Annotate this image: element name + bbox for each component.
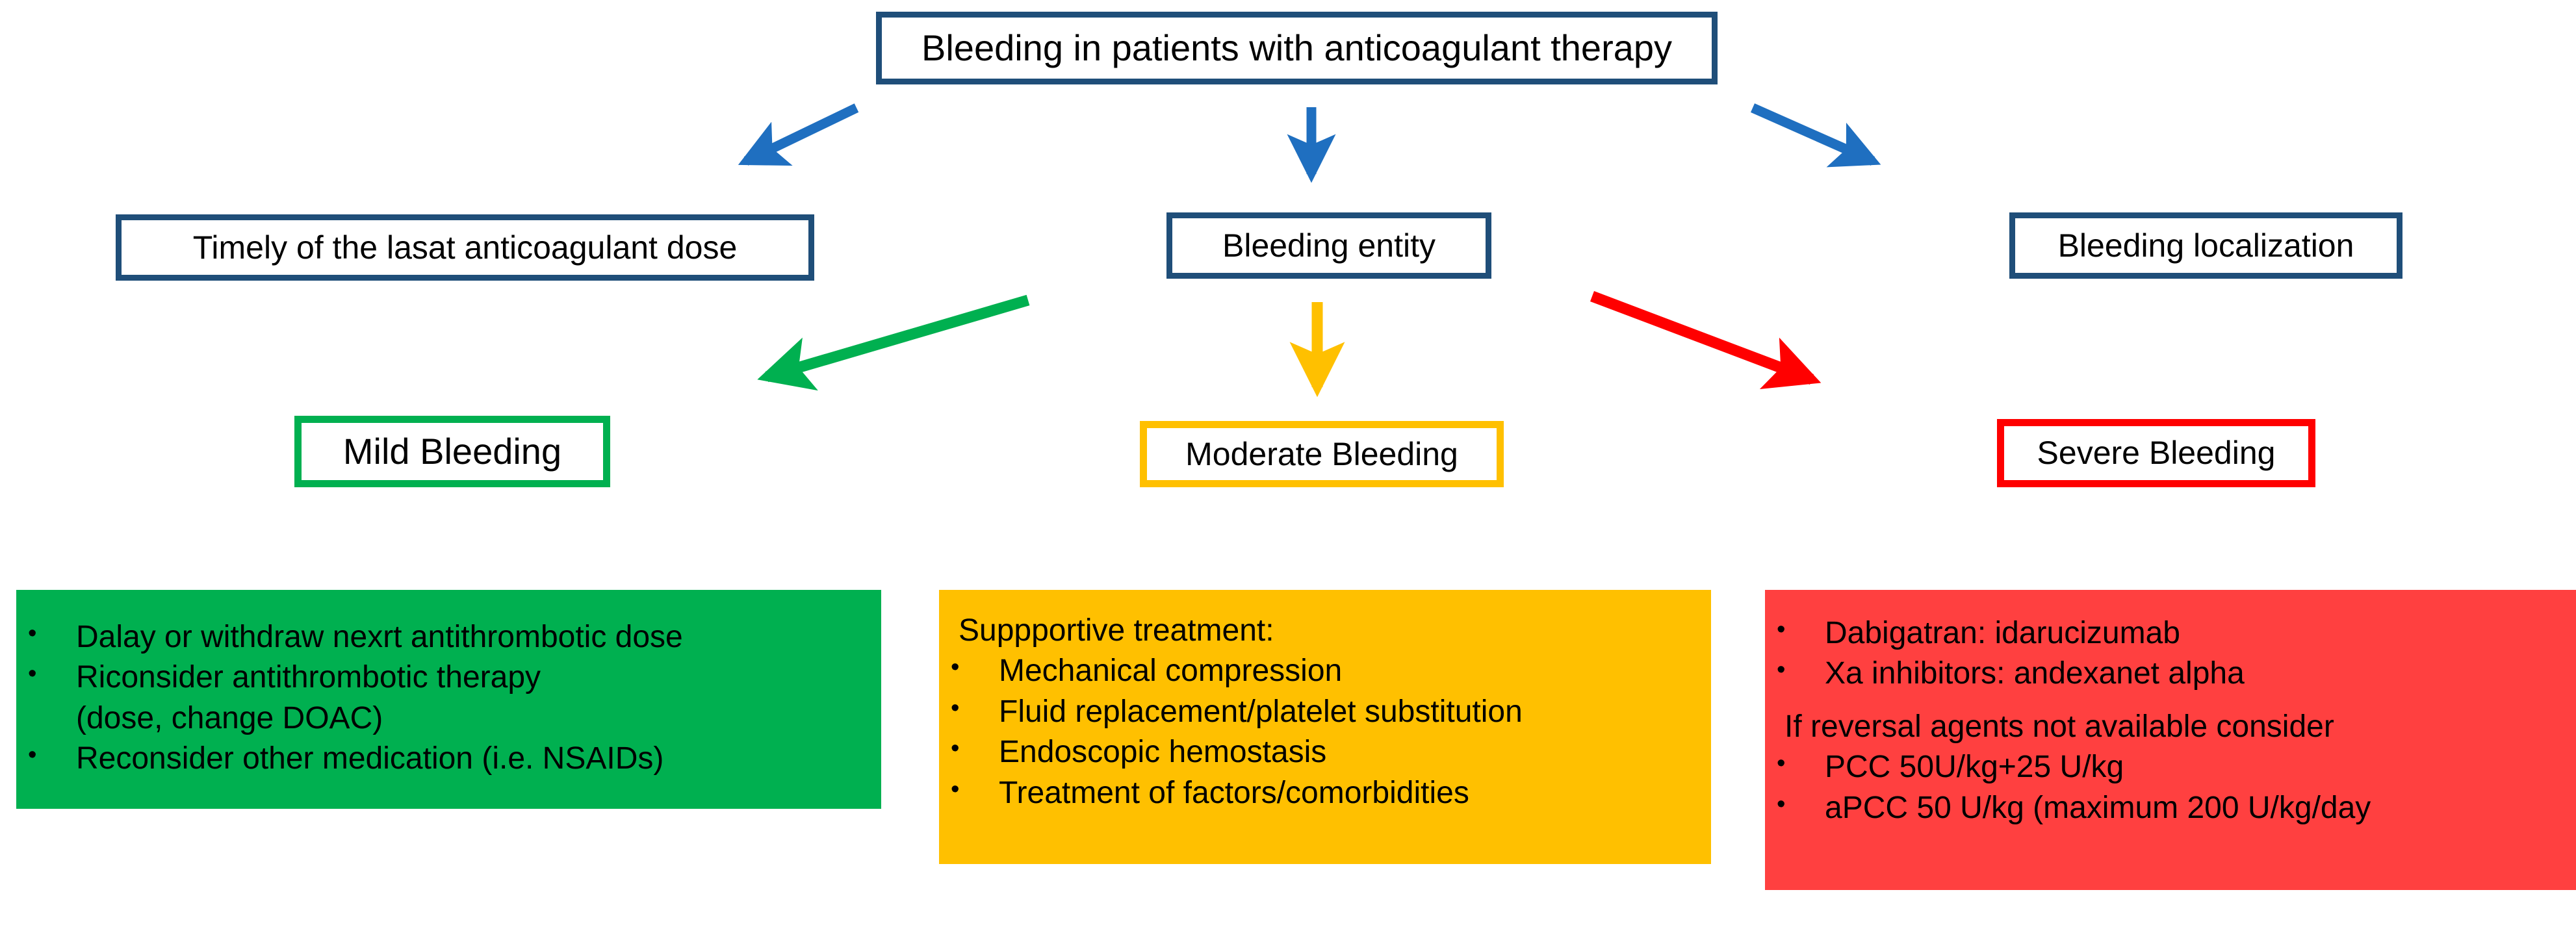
arrow-title-to-timing [738, 103, 859, 166]
arrow-title-to-localization [1750, 103, 1881, 168]
assessment-box-entity-label: Bleeding entity [1222, 227, 1436, 264]
panel-moderate-heading: Suppportive treatment: [959, 613, 1274, 648]
arrow-entity-to-mild [757, 294, 1030, 391]
arrow-entity-to-severe [1590, 291, 1822, 390]
panel-moderate-item-2: Fluid replacement/platelet substitution [939, 692, 1711, 732]
panel-severe[interactable]: Dabigatran: idarucizumab Xa inhibitors: … [1765, 590, 2576, 890]
panel-moderate-item-3: Endoscopic hemostasis [939, 732, 1711, 772]
assessment-box-entity[interactable]: Bleeding entity [1166, 212, 1491, 279]
panel-moderate-item-4: Treatment of factors/comorbidities [939, 773, 1711, 813]
severity-box-moderate-label: Moderate Bleeding [1185, 435, 1458, 472]
panel-mild-item-2-continued: (dose, change DOAC) [76, 700, 383, 735]
panel-severe-item-1: Dabigatran: idarucizumab [1765, 613, 2576, 654]
panel-mild-item-2: Riconsider antithrombotic therapy [16, 657, 881, 698]
panel-mild-item-1: Dalay or withdraw nexrt antithrombotic d… [16, 617, 881, 657]
panel-severe-item-3: PCC 50U/kg+25 U/kg [1765, 747, 2576, 787]
panel-moderate-item-1: Mechanical compression [939, 651, 1711, 691]
severity-box-mild-label: Mild Bleeding [342, 430, 562, 472]
panel-severe-heading: If reversal agents not available conside… [1784, 709, 2334, 744]
panel-moderate[interactable]: Suppportive treatment: Mechanical compre… [939, 590, 1711, 864]
assessment-box-localization[interactable]: Bleeding localization [2009, 212, 2402, 279]
assessment-box-timing-label: Timely of the lasat anticoagulant dose [192, 229, 738, 266]
assessment-box-localization-label: Bleeding localization [2057, 227, 2354, 264]
severity-box-mild[interactable]: Mild Bleeding [294, 416, 610, 487]
severity-box-moderate[interactable]: Moderate Bleeding [1140, 421, 1504, 487]
panel-mild-item-3: Reconsider other medication (i.e. NSAIDs… [16, 739, 881, 779]
panel-mild[interactable]: Dalay or withdraw nexrt antithrombotic d… [16, 590, 881, 809]
title-box[interactable]: Bleeding in patients with anticoagulant … [876, 12, 1718, 84]
panel-severe-spacer [1765, 694, 2576, 707]
severity-box-severe[interactable]: Severe Bleeding [1997, 419, 2315, 487]
assessment-box-timing[interactable]: Timely of the lasat anticoagulant dose [116, 214, 814, 281]
panel-severe-item-4: aPCC 50 U/kg (maximum 200 U/kg/day [1765, 788, 2576, 828]
severity-box-severe-label: Severe Bleeding [2037, 435, 2276, 472]
panel-severe-item-2: Xa inhibitors: andexanet alpha [1765, 654, 2576, 694]
title-box-label: Bleeding in patients with anticoagulant … [921, 27, 1672, 68]
